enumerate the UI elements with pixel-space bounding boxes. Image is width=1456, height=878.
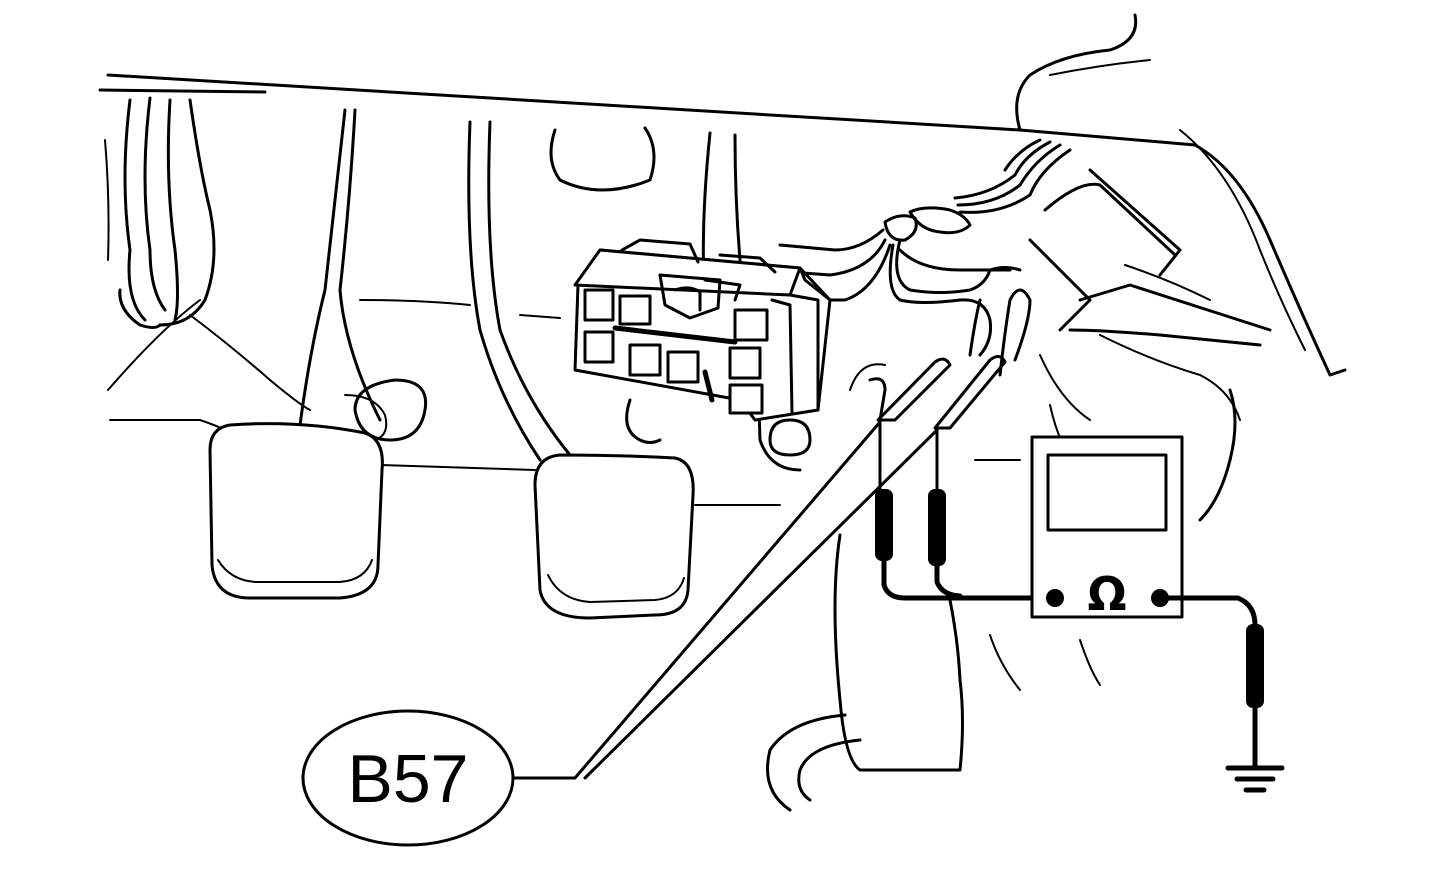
ground-lead [1157,595,1285,793]
pedal-pads [208,422,695,620]
connector-cavity [583,330,615,364]
probe-red [928,489,946,566]
connector-b57 [573,238,832,422]
brake-pedal-pad [208,422,384,600]
meter-terminal-com [1046,589,1064,607]
probe-ground [1246,624,1264,708]
floor-structure [766,363,964,812]
ohm-symbol: Ω [1087,567,1126,621]
callout-label: B57 [348,741,469,817]
connector-cavity [728,383,764,415]
left-harness [104,96,216,329]
connector-cavity [583,288,615,322]
ground-icon [1225,765,1285,793]
ohmmeter: Ω [1030,435,1184,621]
accelerator-pedal-pad [533,453,695,620]
connector-cavity [728,346,762,380]
probe-leads [875,355,1055,601]
right-structure [1028,168,1272,522]
meter-display [1046,453,1168,532]
probe-black [875,489,893,561]
connector-cavity [733,308,769,342]
callout-b57: B57 [301,420,939,847]
connector-cavity [628,343,662,377]
connector-cavity [618,294,652,326]
main-harness [778,138,1072,377]
callout-ellipse [301,709,515,847]
connector-cavity [666,350,700,384]
